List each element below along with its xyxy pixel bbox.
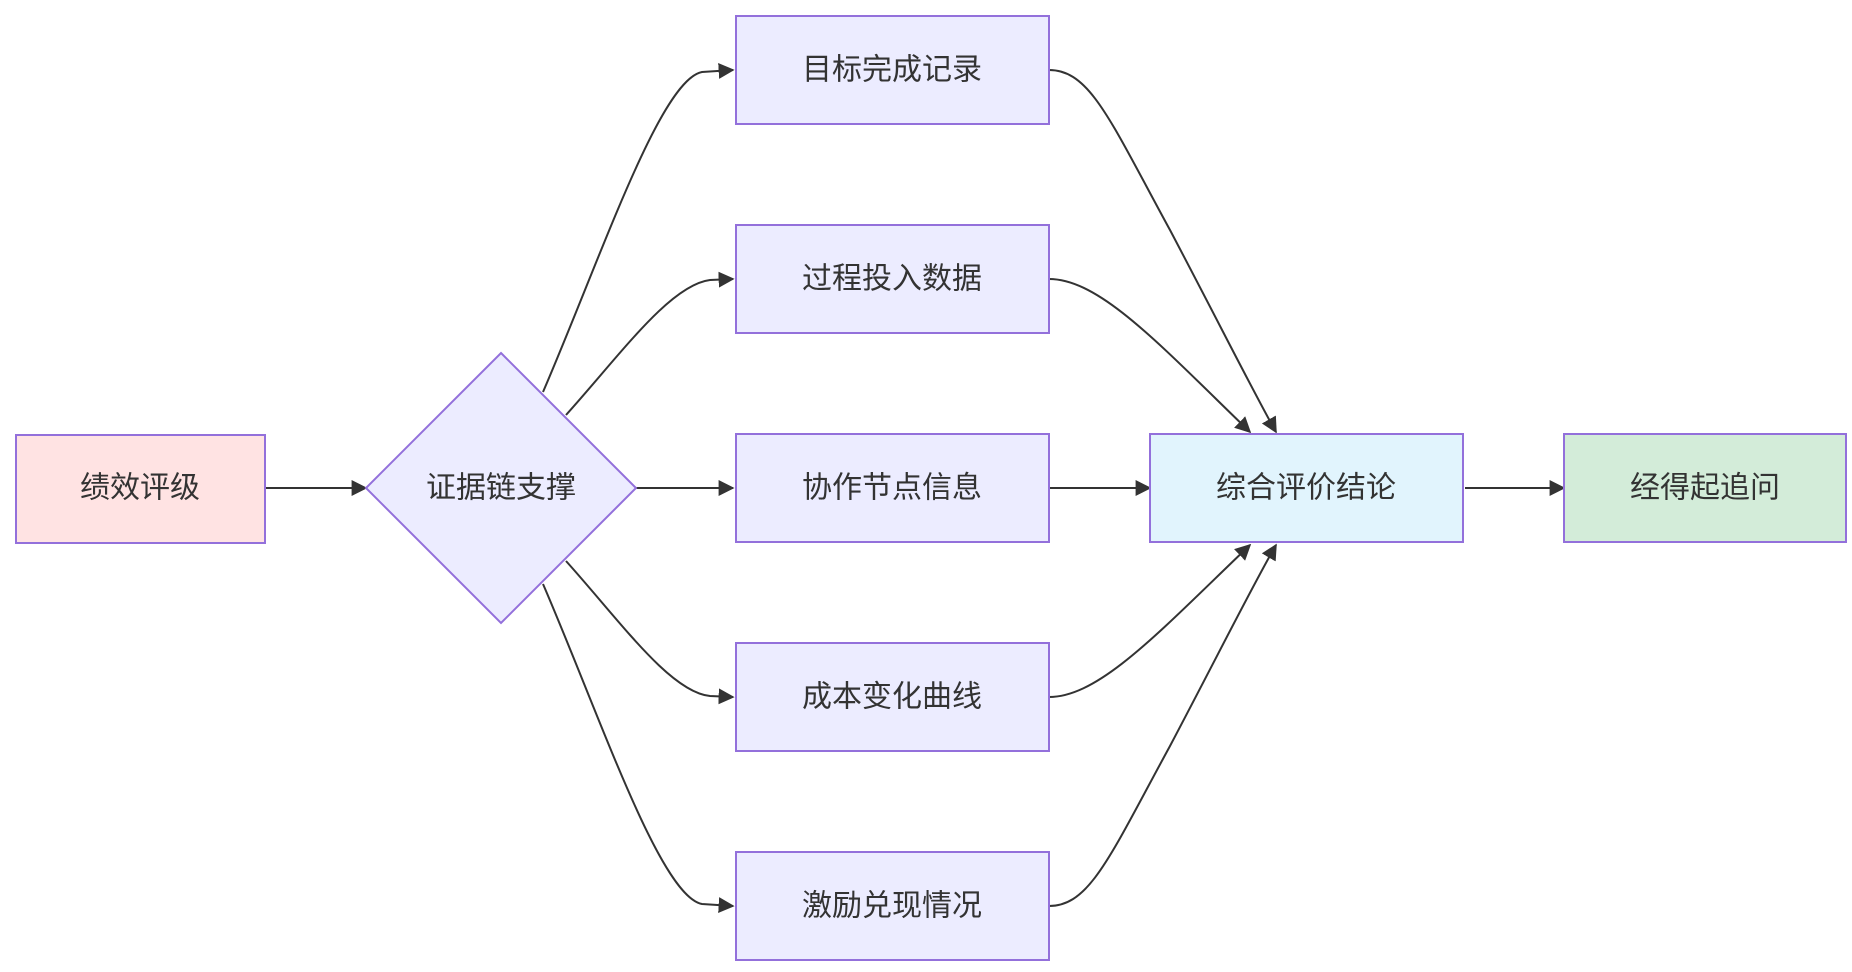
node-rating[interactable]: 绩效评级 <box>15 434 266 544</box>
nodes: 绩效评级 证据链支撑 目标完成记录 过程投入数据 协作节点信息 成本变化曲线 激… <box>15 15 1847 961</box>
edges <box>266 62 1566 914</box>
node-goal-label: 目标完成记录 <box>802 53 982 88</box>
edge-evidence-to-cost <box>565 560 735 705</box>
node-cost-label: 成本变化曲线 <box>802 680 982 715</box>
edge-evidence-to-incentive <box>542 583 735 914</box>
edge-process-to-conclusion <box>1048 278 1252 434</box>
node-incentive[interactable]: 激励兑现情况 <box>735 851 1050 961</box>
node-collab[interactable]: 协作节点信息 <box>735 433 1050 543</box>
node-scrutiny-label: 经得起追问 <box>1630 471 1780 506</box>
node-evidence-label: 证据链支撑 <box>426 471 576 506</box>
node-conclusion[interactable]: 综合评价结论 <box>1149 433 1464 543</box>
edge-evidence-to-process <box>565 271 735 416</box>
node-process[interactable]: 过程投入数据 <box>735 224 1050 334</box>
node-conclusion-label: 综合评价结论 <box>1216 471 1396 506</box>
node-rating-label: 绩效评级 <box>80 471 200 506</box>
edge-evidence-to-goal <box>542 62 735 393</box>
node-cost[interactable]: 成本变化曲线 <box>735 642 1050 752</box>
node-process-label: 过程投入数据 <box>802 262 982 297</box>
node-incentive-label: 激励兑现情况 <box>802 889 982 924</box>
edge-incentive-to-conclusion <box>1048 543 1277 907</box>
node-evidence[interactable]: 证据链支撑 <box>364 351 638 625</box>
edge-goal-to-conclusion <box>1048 69 1277 434</box>
node-goal[interactable]: 目标完成记录 <box>735 15 1050 125</box>
node-scrutiny[interactable]: 经得起追问 <box>1563 433 1847 543</box>
edge-cost-to-conclusion <box>1048 543 1252 698</box>
node-collab-label: 协作节点信息 <box>802 471 982 506</box>
